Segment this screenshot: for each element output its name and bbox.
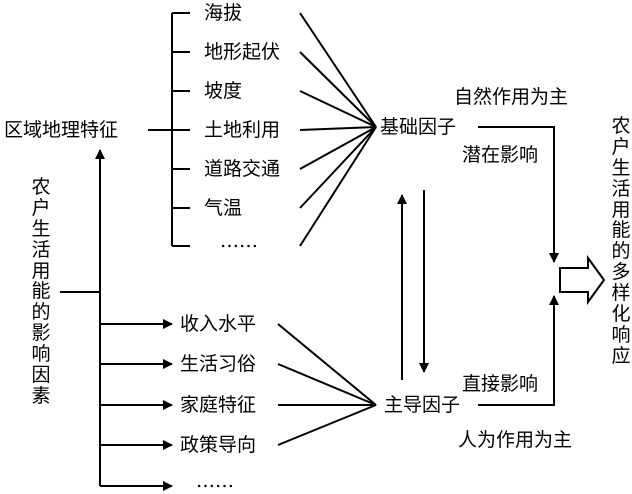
natural-main-label: 自然作用为主 bbox=[454, 86, 569, 108]
human-line-1 bbox=[277, 323, 377, 406]
fan-line-4 bbox=[299, 126, 377, 131]
natural-factor-ellipsis: …… bbox=[220, 230, 258, 252]
regional-geographic-features-label: 区域地理特征 bbox=[4, 119, 119, 141]
human-factor-policy: 政策导向 bbox=[180, 434, 257, 456]
natural-factor-road: 道路交通 bbox=[204, 158, 281, 180]
human-factor-ellipsis: …… bbox=[196, 470, 234, 492]
human-factor-custom: 生活习俗 bbox=[180, 353, 257, 375]
potential-influence-path bbox=[478, 126, 559, 263]
potential-influence-label: 潜在影响 bbox=[462, 144, 539, 166]
hollow-result-arrow bbox=[559, 254, 606, 306]
fan-line-3 bbox=[299, 90, 377, 128]
human-main-label: 人为作用为主 bbox=[458, 429, 573, 451]
left-vertical-label: 农户生活用能的影响因素 bbox=[31, 176, 51, 407]
human-line-4 bbox=[277, 404, 377, 446]
direct-influence-label: 直接影响 bbox=[462, 373, 539, 395]
fan-line-1 bbox=[299, 12, 377, 128]
natural-factor-landuse: 土地利用 bbox=[204, 119, 281, 141]
natural-factor-terrain: 地形起伏 bbox=[204, 41, 281, 63]
right-vertical-label: 农户生活用能的多样化响应 bbox=[611, 115, 631, 367]
natural-factor-temperature: 气温 bbox=[204, 197, 243, 219]
fan-line-7 bbox=[299, 126, 377, 247]
natural-factor-altitude: 海拔 bbox=[204, 2, 243, 24]
dominant-factor-label: 主导因子 bbox=[384, 394, 461, 416]
human-factor-income: 收入水平 bbox=[180, 313, 257, 335]
fan-line-5 bbox=[299, 126, 377, 170]
direct-influence-path bbox=[478, 295, 559, 406]
fan-line-6 bbox=[299, 126, 377, 209]
human-line-2 bbox=[277, 363, 377, 406]
basic-factor-label: 基础因子 bbox=[380, 116, 457, 138]
natural-factor-slope: 坡度 bbox=[204, 80, 243, 102]
fan-line-2 bbox=[299, 51, 377, 128]
human-factor-family: 家庭特征 bbox=[180, 394, 257, 416]
